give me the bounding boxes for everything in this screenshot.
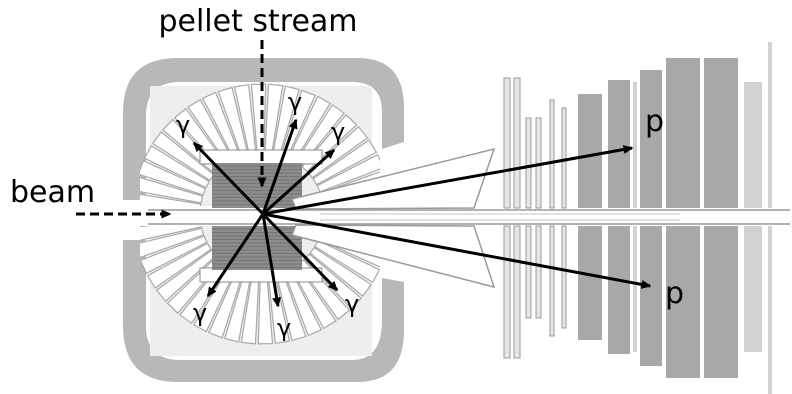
magnet-yoke (123, 58, 404, 382)
proton-track (262, 145, 634, 216)
cone-top (290, 147, 496, 210)
target-region (199, 149, 323, 283)
target-block-top (212, 163, 302, 208)
gamma-track (206, 213, 265, 298)
incoming-streams (76, 40, 267, 219)
gamma-track (261, 212, 339, 292)
gamma-label: γ (193, 299, 207, 327)
crystal (140, 176, 204, 204)
target-block-bottom (212, 226, 302, 270)
crystal (312, 139, 378, 186)
crystal (140, 227, 205, 259)
crystal (140, 193, 202, 206)
proton-label: p (665, 276, 684, 311)
gamma-label: γ (345, 290, 359, 318)
yoke-top (123, 58, 404, 200)
crystal (316, 153, 380, 193)
gamma-track (192, 141, 265, 216)
proton-label: p (645, 104, 664, 139)
gamma-label: γ (277, 314, 291, 342)
crystal (140, 159, 207, 196)
calorimeter-blocks-bottom (578, 226, 772, 394)
yoke-bottom (123, 240, 404, 382)
tracking-planes-top (503, 77, 567, 209)
reaction-products (192, 118, 652, 308)
gamma-track (261, 118, 298, 215)
crystal (146, 242, 212, 289)
cone-bottom (290, 224, 496, 289)
forward-spectrometer (503, 42, 772, 394)
tracking-planes-bottom (503, 225, 567, 359)
calorimeter-blocks-top (578, 42, 772, 208)
crystal (140, 226, 203, 241)
gamma-label: γ (331, 118, 345, 146)
beam-label: beam (10, 175, 95, 210)
crystal (143, 144, 210, 189)
forward-cone (290, 147, 496, 289)
beam-pipe (148, 209, 790, 225)
crystal (307, 125, 369, 179)
calorimeter-crystals (140, 83, 380, 356)
proton-track (262, 212, 652, 289)
crystal (309, 246, 373, 297)
gamma-track (261, 213, 282, 308)
crystal (314, 239, 380, 284)
gamma-label: γ (176, 111, 190, 139)
crystal (140, 235, 208, 275)
pellet-stream-label: pellet stream (158, 4, 357, 39)
gamma-label: γ (288, 88, 302, 116)
gamma-track (261, 148, 336, 216)
